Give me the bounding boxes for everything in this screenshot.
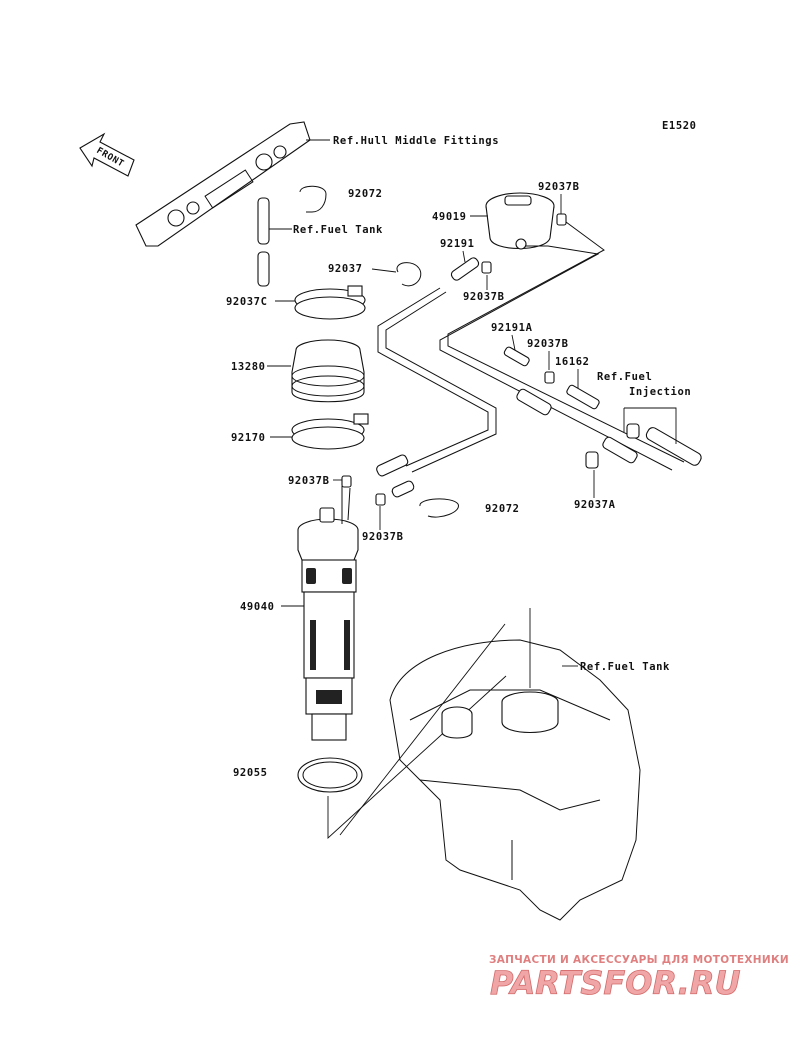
ref-fuel-tank-upper: Ref.Fuel Tank: [293, 224, 383, 236]
hose-segment-b: [602, 436, 638, 464]
hose-segment-c: [645, 427, 702, 466]
clip-92037b-4: [341, 475, 352, 488]
part-label-92037a: 92037A: [574, 499, 616, 511]
seal-13280: [291, 339, 365, 403]
part-label-16162: 16162: [555, 356, 590, 368]
part-label-92191a: 92191A: [491, 322, 533, 334]
part-label-92191: 92191: [440, 238, 475, 250]
hose-segment-a: [516, 388, 552, 416]
hose-92191: [450, 257, 480, 281]
o-ring-92055: [297, 757, 363, 793]
clamp-92072-upper: [299, 185, 327, 213]
vent-hose-upper: [257, 197, 270, 287]
ref-hull-middle-fittings: Ref.Hull Middle Fittings: [333, 135, 499, 147]
clip-92037b-1: [556, 213, 567, 226]
part-label-92037b-4: 92037B: [288, 475, 330, 487]
hull-fitting-plate: [135, 121, 311, 247]
part-label-92072-mid: 92072: [485, 503, 520, 515]
part-label-92037b-2: 92037B: [463, 291, 505, 303]
ref-fuel-injection-line2: Injection: [629, 386, 691, 398]
part-label-92037: 92037: [328, 263, 363, 275]
clip-92037a: [585, 451, 599, 469]
hose-92191a: [503, 346, 530, 367]
fitting-16162: [566, 384, 600, 410]
part-label-92072-upper: 92072: [348, 188, 383, 200]
band-clamp-92170: [291, 413, 369, 450]
part-label-92037b-3: 92037B: [527, 338, 569, 350]
clip-92037b-3: [544, 371, 555, 384]
diagram-code: E1520: [662, 120, 697, 132]
install-leader-lines: [327, 608, 531, 840]
fuel-filter-49019: [485, 192, 555, 250]
part-label-13280: 13280: [231, 361, 266, 373]
hose-short-1: [376, 454, 409, 477]
watermark-logo: PARTSFOR.RU: [490, 964, 740, 1002]
watermark-tagline: ЗАПЧАСТИ И АКСЕССУАРЫ ДЛЯ МОТОТЕХНИКИ: [489, 954, 789, 966]
fuel-tank-reference: [389, 639, 641, 921]
ref-fuel-injection-line1: Ref.Fuel: [597, 371, 652, 383]
part-label-92170: 92170: [231, 432, 266, 444]
clip-right: [626, 423, 640, 439]
fuel-line-network: [377, 221, 685, 473]
hose-short-2: [391, 480, 415, 498]
fuel-pump-49040: [297, 486, 359, 741]
ref-fuel-tank-lower: Ref.Fuel Tank: [580, 661, 670, 673]
clip-92037b-2: [481, 261, 492, 274]
part-label-49040: 49040: [240, 601, 275, 613]
part-label-92055: 92055: [233, 767, 268, 779]
clamp-92072-mid: [419, 498, 459, 518]
part-label-49019: 49019: [432, 211, 467, 223]
front-arrow-icon: FRONT: [79, 132, 135, 177]
part-label-92037b-1: 92037B: [538, 181, 580, 193]
part-label-92037b-5: 92037B: [362, 531, 404, 543]
clamp-92037: [396, 262, 422, 287]
clip-92037b-5: [375, 493, 386, 506]
part-label-92037c: 92037C: [226, 296, 268, 308]
band-clamp-92037c: [294, 285, 366, 320]
